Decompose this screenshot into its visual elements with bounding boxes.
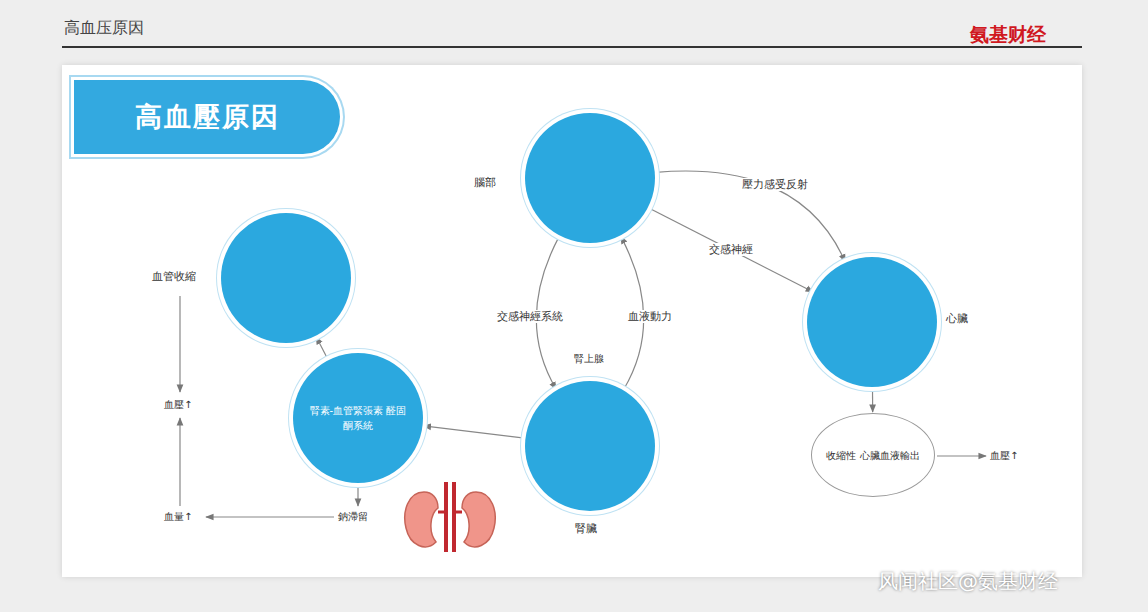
- output-oval: 收縮性 心臟血液輸出: [811, 413, 935, 497]
- connector: [872, 388, 873, 412]
- part-label: 腎上腺: [574, 352, 604, 366]
- connector: [649, 208, 813, 292]
- title-banner: 高血壓原因: [74, 80, 340, 154]
- connector: [656, 171, 845, 262]
- node-text: 收縮性 心臟血液輸出: [826, 448, 919, 463]
- node-text: 腦部: [474, 176, 496, 189]
- watermark: 风闻社区@氨基财经: [878, 568, 1058, 595]
- edge-label: 血液動力: [626, 310, 674, 323]
- node-text: 腎素-血管緊張素 醛固酮系統: [305, 403, 411, 433]
- connector: [316, 337, 328, 360]
- vessel-circle: 血管收縮: [221, 213, 351, 343]
- logo-text: 氨基财经: [970, 22, 1046, 48]
- header-text: 高血压原因: [64, 18, 144, 39]
- kidney-pair-illustration: [405, 482, 495, 552]
- edge-label: 壓力感受反射: [740, 178, 810, 191]
- effect-label: 血壓↑: [164, 398, 192, 412]
- header-rule: [62, 46, 1082, 48]
- node-text: 心臟: [946, 312, 968, 325]
- kidney-circle: 腎臟: [525, 381, 655, 511]
- edge-label: 交感神經系統: [495, 310, 565, 323]
- node-text: 腎臟: [575, 522, 597, 535]
- heart-circle: 心臟: [807, 257, 937, 387]
- effect-label: 血量↑: [164, 510, 192, 524]
- effect-label: 血壓↑: [990, 449, 1018, 463]
- node-text: 血管收縮: [152, 270, 196, 283]
- system-circle: 腎素-血管緊張素 醛固酮系統: [293, 353, 423, 483]
- connector: [424, 426, 525, 438]
- effect-label: 鈉滯留: [338, 510, 368, 524]
- node-text: 高血壓原因: [135, 97, 280, 138]
- edge-label: 交感神經: [707, 243, 755, 256]
- brain-circle: 腦部: [525, 113, 655, 243]
